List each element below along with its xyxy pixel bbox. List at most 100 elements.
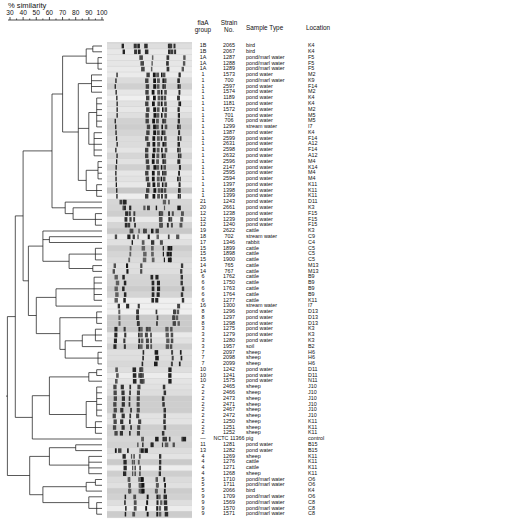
gel-band [155,437,159,442]
gel-band [151,240,154,245]
gel-band [116,165,117,170]
gel-lane [107,136,192,141]
gel-band [147,206,150,211]
location-cell: J10 [308,396,317,402]
gel-band [158,96,161,101]
gel-band [157,287,160,292]
axis-tick-label: 70 [59,10,66,17]
gel-band [114,391,117,396]
strain-number-cell: 1571 [223,511,235,517]
gel-lane [107,130,192,135]
gel-band [179,125,180,130]
gel-band [116,373,119,378]
axis-tick-label: 50 [33,10,40,17]
gel-band [115,130,116,135]
gel-lane [107,95,192,100]
column-header: Location [306,25,330,32]
flaa-group-cell: — [200,436,205,442]
gel-lane [107,367,192,372]
gel-band [137,425,140,430]
gel-lane [107,171,192,176]
gel-band [127,448,129,453]
gel-band [164,489,166,494]
gel-band [180,217,183,222]
gel-band [117,142,118,147]
gel-band [173,443,175,448]
gel-band [153,125,156,130]
gel-band [157,292,160,297]
gel-band [133,367,137,372]
gel-band [163,477,165,482]
gel-band [115,171,116,176]
gel-band [142,483,145,488]
gel-band [179,148,180,153]
gel-band [156,125,159,130]
gel-band [162,402,165,407]
gel-band [178,113,180,118]
gel-band [138,304,140,309]
gel-band [123,200,127,205]
gel-band [173,321,176,326]
gel-band [154,113,157,118]
gel-band [123,50,125,55]
gel-band [140,61,144,66]
gel-band [153,148,156,153]
gel-band [116,136,117,141]
gel-lane [107,431,192,436]
gel-band [140,327,143,332]
gel-lane [107,188,192,193]
location-cell: C5 [308,251,315,257]
gel-band [140,379,144,384]
gel-band [145,78,148,83]
gel-band [124,344,126,349]
gel-band [164,159,167,164]
gel-lane [107,67,192,72]
gel-band [181,292,183,297]
location-cell: J10 [308,384,317,390]
gel-band [153,96,156,101]
gel-lane [107,506,192,511]
gel-band [164,96,167,101]
gel-band [115,298,118,303]
gel-band [140,333,143,338]
strain-number-cell: NCTC 11366 [214,436,245,442]
gel-band [122,396,125,401]
gel-band [134,471,136,476]
gel-band [162,142,164,147]
gel-lane [107,147,192,152]
gel-lane [107,101,192,106]
gel-band [178,130,180,135]
gel-band [153,130,156,135]
gel-band [146,130,149,135]
gel-band [146,165,149,170]
gel-band [178,321,180,326]
gel-band [182,287,184,292]
gel-band [156,113,159,118]
gel-band [168,379,171,384]
gel-band [126,304,129,309]
gel-band [168,258,171,263]
gel-band [162,431,165,436]
gel-band [125,506,127,511]
gel-band [123,471,126,476]
location-cell: K4 [308,488,315,494]
gel-band [168,50,171,55]
gel-lane [107,396,192,401]
gel-band [145,102,148,107]
gel-band [113,269,115,274]
gel-band [129,206,131,211]
gel-band [180,223,183,228]
axis-tick-label: 40 [20,10,27,17]
gel-band [120,408,123,413]
gel-band [146,113,149,118]
gel-band [157,90,160,95]
gel-band [125,495,127,500]
gel-band [161,96,163,101]
gel-band [161,194,163,199]
strain-number-cell: 1189 [223,95,235,101]
gel-band [160,223,163,228]
dendrogram-branches [6,46,102,514]
gel-band [145,333,148,338]
gel-band [152,281,155,286]
flaa-group-cell: 3 [202,344,205,350]
